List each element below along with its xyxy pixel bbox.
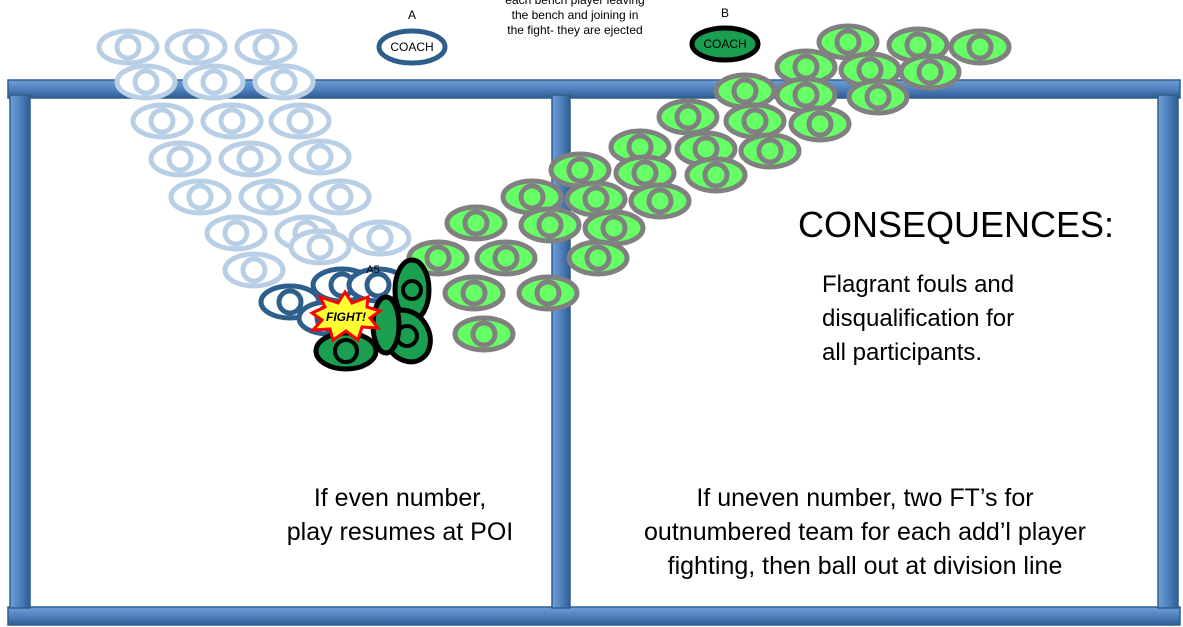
bench-player-a-9-head [286,107,314,135]
court-right-bar [1157,94,1179,609]
bench-player-a-6-head [270,68,298,96]
bench-player-a-16-head [222,219,250,247]
bench-player-a-2-head [182,33,210,61]
player-a5-label: A5 [366,264,380,276]
team-b-fighters [313,257,433,372]
player-b-25-head [424,244,452,272]
player-b-10-head [674,103,702,131]
fighter-b-3-head [333,338,359,364]
coach-a-label: COACH [390,40,434,54]
team-a-bench-players [96,28,412,289]
bench-player-a-13-head [186,183,214,211]
court-bottom-bar [7,606,1181,626]
bench-player-a-15-head [326,183,354,211]
player-b-28-head [460,279,488,307]
player-b-2-head [904,31,932,59]
player-b-20-head [582,185,610,213]
fighter-a-1-head [276,288,304,316]
bench-player-a-11-head [236,145,264,173]
player-b-23-head [536,211,564,239]
bench-player-a-10-head [166,145,194,173]
player-b-3-head [966,33,994,61]
player-b-17-head [631,159,659,187]
bench-player-a-19-head [306,233,334,261]
even-number-text: If even number, play resumes at POI [286,484,514,546]
player-b-21-head [646,187,674,215]
player-b-16-head [566,156,594,184]
player-b-4-head [792,53,820,81]
player-b-11-head [741,107,769,135]
player-b-24-head [600,214,628,242]
player-b-19-head [518,183,546,211]
coach-b-label: COACH [703,37,747,51]
player-b-6-head [916,58,944,86]
coach-b-marker [689,25,761,63]
player-b-12-head [806,110,834,138]
player-b-26-head [492,244,520,272]
bench-player-a-5-head [200,68,228,96]
bench-player-a-7-head [148,107,176,135]
player-b-22-head [462,209,490,237]
court-left-bar [9,94,31,609]
team-b-label: B [720,6,729,20]
player-b-27-head [584,244,612,272]
bench-player-a-8-head [218,107,246,135]
fight-burst [309,289,384,343]
bench-player-a-4-head [132,68,160,96]
bench-player-a-18-head [240,256,268,284]
team-b-players [406,23,1012,353]
coach-a-marker [376,28,448,66]
bench-player-a-20-head [366,224,394,252]
fight-label: FIGHT! [326,310,366,324]
player-b-30-head [470,320,498,348]
fighter-a-4-head [364,271,392,299]
bench-player-a-12-head [306,143,334,171]
player-b-18-head [702,161,730,189]
player-b-29-head [534,279,562,307]
consequences-text: Flagrant fouls and disqualification for … [822,271,1015,366]
player-b-15-head [756,137,784,165]
player-b-5-head [856,56,884,84]
player-b-1-head [834,28,862,56]
player-b-7-head [731,77,759,105]
fighter-b-1-head [401,279,423,301]
bench-player-a-1-head [114,33,142,61]
uneven-number-text: If uneven number, two FT’s for outnumber… [644,484,1086,580]
consequences-title: CONSEQUENCES: [798,204,1115,245]
player-b-9-head [864,83,892,111]
team-a-label: A [407,8,416,22]
player-b-8-head [792,81,820,109]
bench-player-a-3-head [252,33,280,61]
bench-player-a-14-head [256,183,284,211]
bench-note: each bench player leaving the bench and … [505,0,645,37]
